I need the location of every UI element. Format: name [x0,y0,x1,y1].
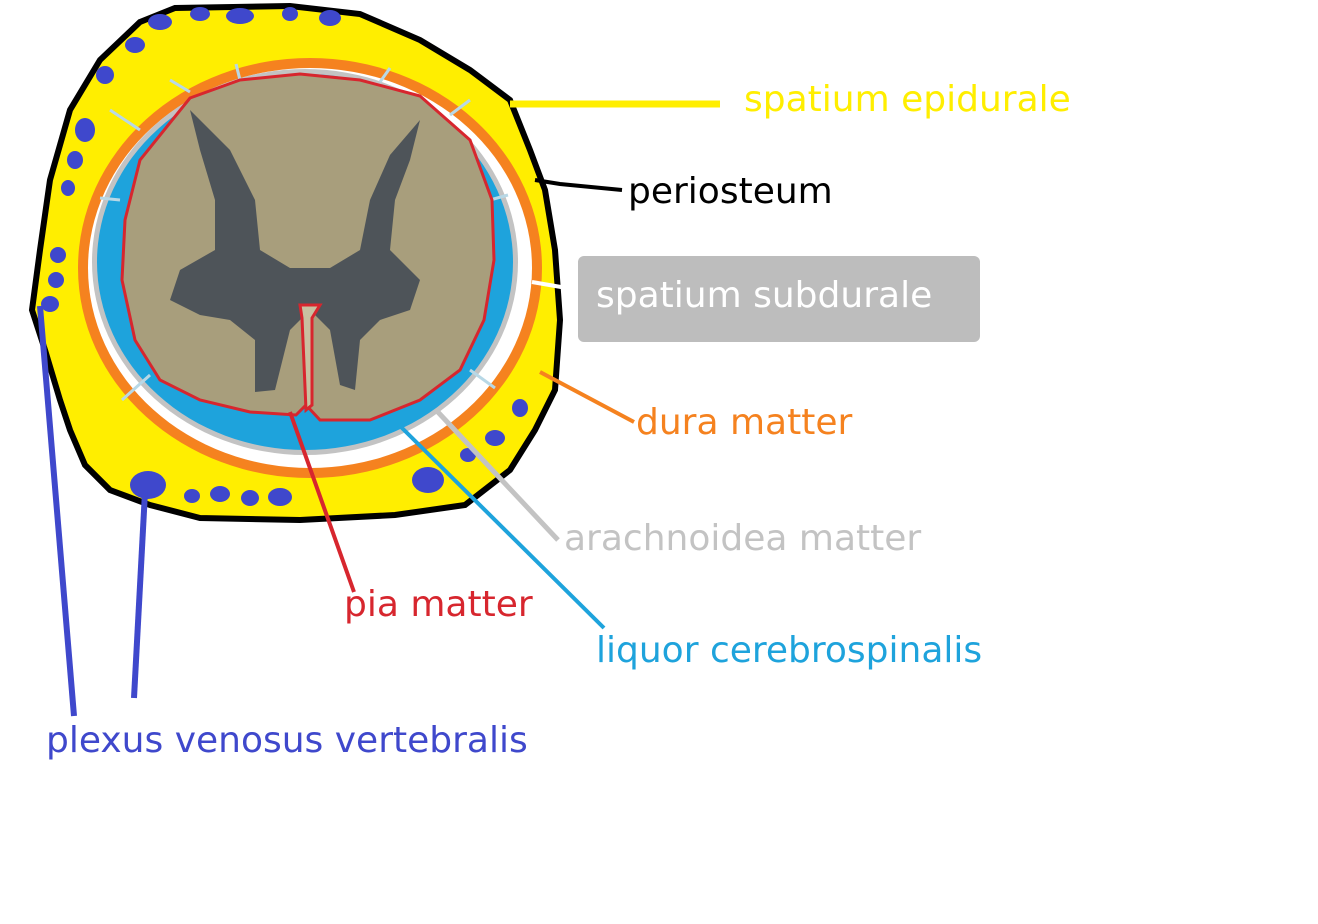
label-plexus-venosus-vertebralis: plexus venosus vertebralis [46,720,528,761]
venous-plexus-blobs [41,7,528,506]
label-liquor-cerebrospinalis: liquor cerebrospinalis [596,630,983,671]
leader-periosteum [534,178,623,192]
label-spatium-subdurale: spatium subdurale [596,275,933,316]
label-dura-matter: dura matter [636,402,853,443]
leader-liquor [396,422,606,630]
leader-plexus-2 [131,491,148,699]
leader-plexus-1 [37,305,77,717]
leader-pia [288,411,356,593]
anterior-median-fissure [298,303,323,414]
grey-matter-butterfly [170,110,420,392]
label-periosteum: periosteum [628,171,833,212]
label-pia-matter: pia matter [344,584,533,625]
label-arachnoidea-matter: arachnoidea matter [564,518,922,559]
leader-arachnoid [434,408,560,542]
subdural-label-background [578,256,980,342]
leader-dura [539,370,635,424]
label-spatium-epidurale: spatium epidurale [744,79,1071,120]
